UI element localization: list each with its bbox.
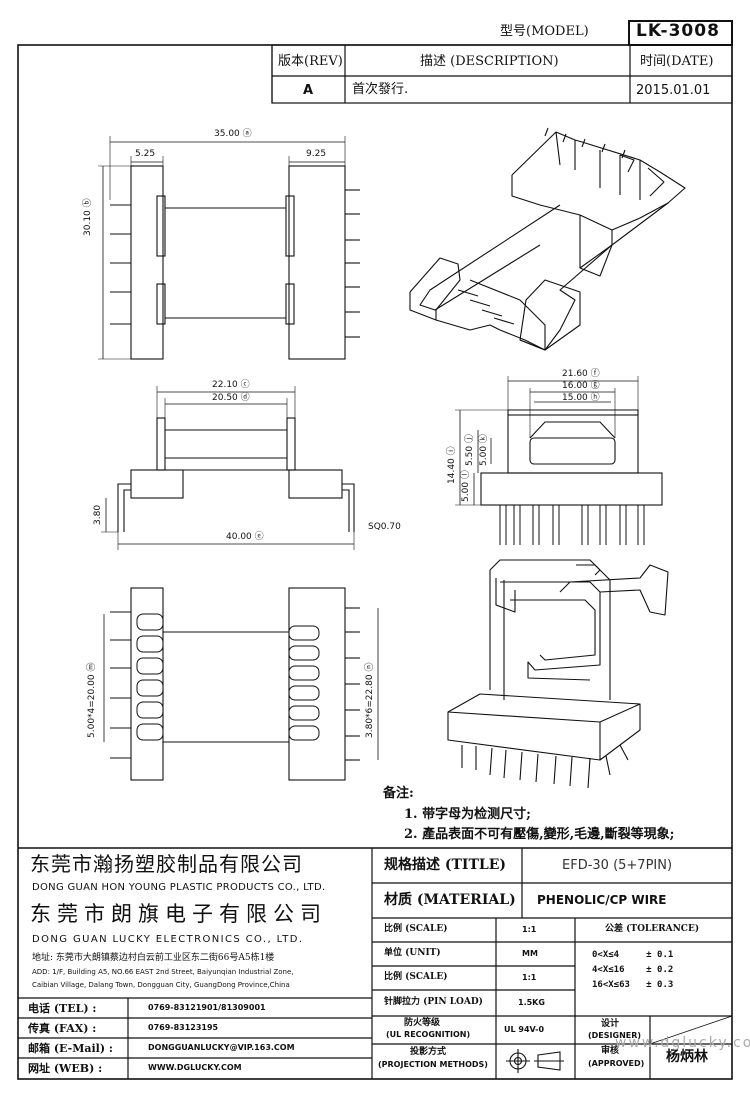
tolerance-2: 4<X≤16 ± 0.2 <box>592 965 674 975</box>
iso-view-top <box>409 127 686 351</box>
designer-label-en: (DESIGNER) <box>588 1031 642 1040</box>
tel-value: 0769-83121901/81309001 <box>148 1003 266 1012</box>
approved-label-cn: 审核 <box>601 1046 620 1056</box>
notes-title: 备注: <box>383 786 414 801</box>
tolerance-label: 公差 (TOLERANCE) <box>605 924 700 934</box>
note-1: 1. 带字母为检测尺寸; <box>404 807 531 822</box>
web-value: WWW.DGLUCKY.COM <box>148 1063 242 1072</box>
tolerance-3: 16<X≤63 ± 0.3 <box>592 980 674 990</box>
address-cn: 地址: 东莞市大朗镇蔡边村白云前工业区东二街66号A5栋1楼 <box>32 953 275 963</box>
date-value: 2015.01.01 <box>636 83 711 98</box>
address-en-2: Caibian Village, Dalang Town, Dongguan C… <box>32 981 290 989</box>
ul-value: UL 94V-0 <box>504 1025 545 1034</box>
fax-label: 传真 (FAX) : <box>28 1022 97 1035</box>
projection-symbol <box>506 1049 564 1073</box>
unit-value: MM <box>522 949 538 958</box>
projection-label-en: (PROJECTION METHODS) <box>378 1060 488 1069</box>
company-name-2-cn: 东莞市朗旗电子有限公司 <box>30 902 327 926</box>
watermark: www.dglucky.com <box>615 1035 750 1051</box>
designer-label-cn: 设计 <box>601 1019 620 1029</box>
web-label: 网址 (WEB) : <box>28 1062 103 1075</box>
pinload-label: 针脚拉力 (PIN LOAD) <box>384 997 483 1007</box>
model-label: 型号(MODEL) <box>500 24 589 39</box>
dim-c: 15.00 ⓗH <box>562 393 600 403</box>
scale-label: 比例 (SCALE) <box>384 924 448 934</box>
approver-name: 杨炳林 <box>666 1049 708 1065</box>
front-view <box>101 386 355 550</box>
dim-outer: 22.10 ⓒC <box>212 380 250 390</box>
title-label: 规格描述 (TITLE) <box>384 857 507 873</box>
mail-value: DONGGUANLUCKY@VIP.163.COM <box>148 1043 295 1052</box>
iso-view-bottom <box>447 559 669 789</box>
dim-pin-size: SQ0.70 <box>368 522 401 532</box>
dim-width: 35.00 ⓐA <box>214 129 252 139</box>
desc-value: 首次發行. <box>352 82 409 97</box>
model-value: LK-3008 <box>636 21 720 41</box>
material-value: PHENOLIC/CP WIRE <box>537 893 667 907</box>
date-header: 时间(DATE) <box>640 54 714 69</box>
approved-label-en: (APPROVED) <box>588 1059 645 1068</box>
dim-b: 16.00 ⓖG <box>562 381 600 391</box>
side-view <box>455 376 663 545</box>
material-label: 材质 (MATERIAL) <box>384 892 516 908</box>
company-name-1-cn: 东莞市瀚扬塑胶制品有限公司 <box>30 852 303 876</box>
company-name-2-en: DONG GUAN LUCKY ELECTRONICS CO., LTD. <box>32 934 304 945</box>
desc-header: 描述 (DESCRIPTION) <box>420 54 559 69</box>
tolerance-1: 0<X≤4 ± 0.1 <box>592 950 674 960</box>
rev-header: 版本(REV) <box>278 54 343 69</box>
tel-label: 电话 (TEL) : <box>28 1002 97 1015</box>
dim-left: 5.25 <box>135 149 156 159</box>
pinload-value: 1.5KG <box>518 998 545 1007</box>
scale-value: 1:1 <box>522 925 537 934</box>
bottom-view <box>103 587 379 781</box>
projection-label-cn: 投影方式 <box>410 1047 447 1057</box>
ul-label-en: (UL RECOGNITION) <box>386 1030 471 1039</box>
scale2-value: 1:1 <box>522 973 537 982</box>
address-en-1: ADD: 1/F, Building A5, NO.66 EAST 2nd St… <box>32 968 294 976</box>
fax-value: 0769-83123195 <box>148 1023 219 1032</box>
top-view <box>98 136 360 360</box>
mail-label: 邮箱 (E-Mail) : <box>28 1042 113 1055</box>
ul-label-cn: 防火等级 <box>404 1018 441 1028</box>
dim-inner: 20.50 ⓓD <box>212 393 250 403</box>
dim-a: 21.60 ⓕF <box>562 369 600 379</box>
scale2-label: 比例 (SCALE) <box>384 972 448 982</box>
note-2: 2. 產品表面不可有壓傷,變形,毛邊,斷裂等現象; <box>404 827 675 842</box>
unit-label: 单位 (UNIT) <box>384 948 441 958</box>
dim-pin-span: 40.00 ⓔE <box>226 532 264 542</box>
title-value: EFD-30 (5+7PIN) <box>562 858 673 873</box>
company-name-1-en: DONG GUAN HON YOUNG PLASTIC PRODUCTS CO.… <box>32 882 326 893</box>
dim-right: 9.25 <box>306 149 327 159</box>
rev-value: A <box>303 83 314 98</box>
